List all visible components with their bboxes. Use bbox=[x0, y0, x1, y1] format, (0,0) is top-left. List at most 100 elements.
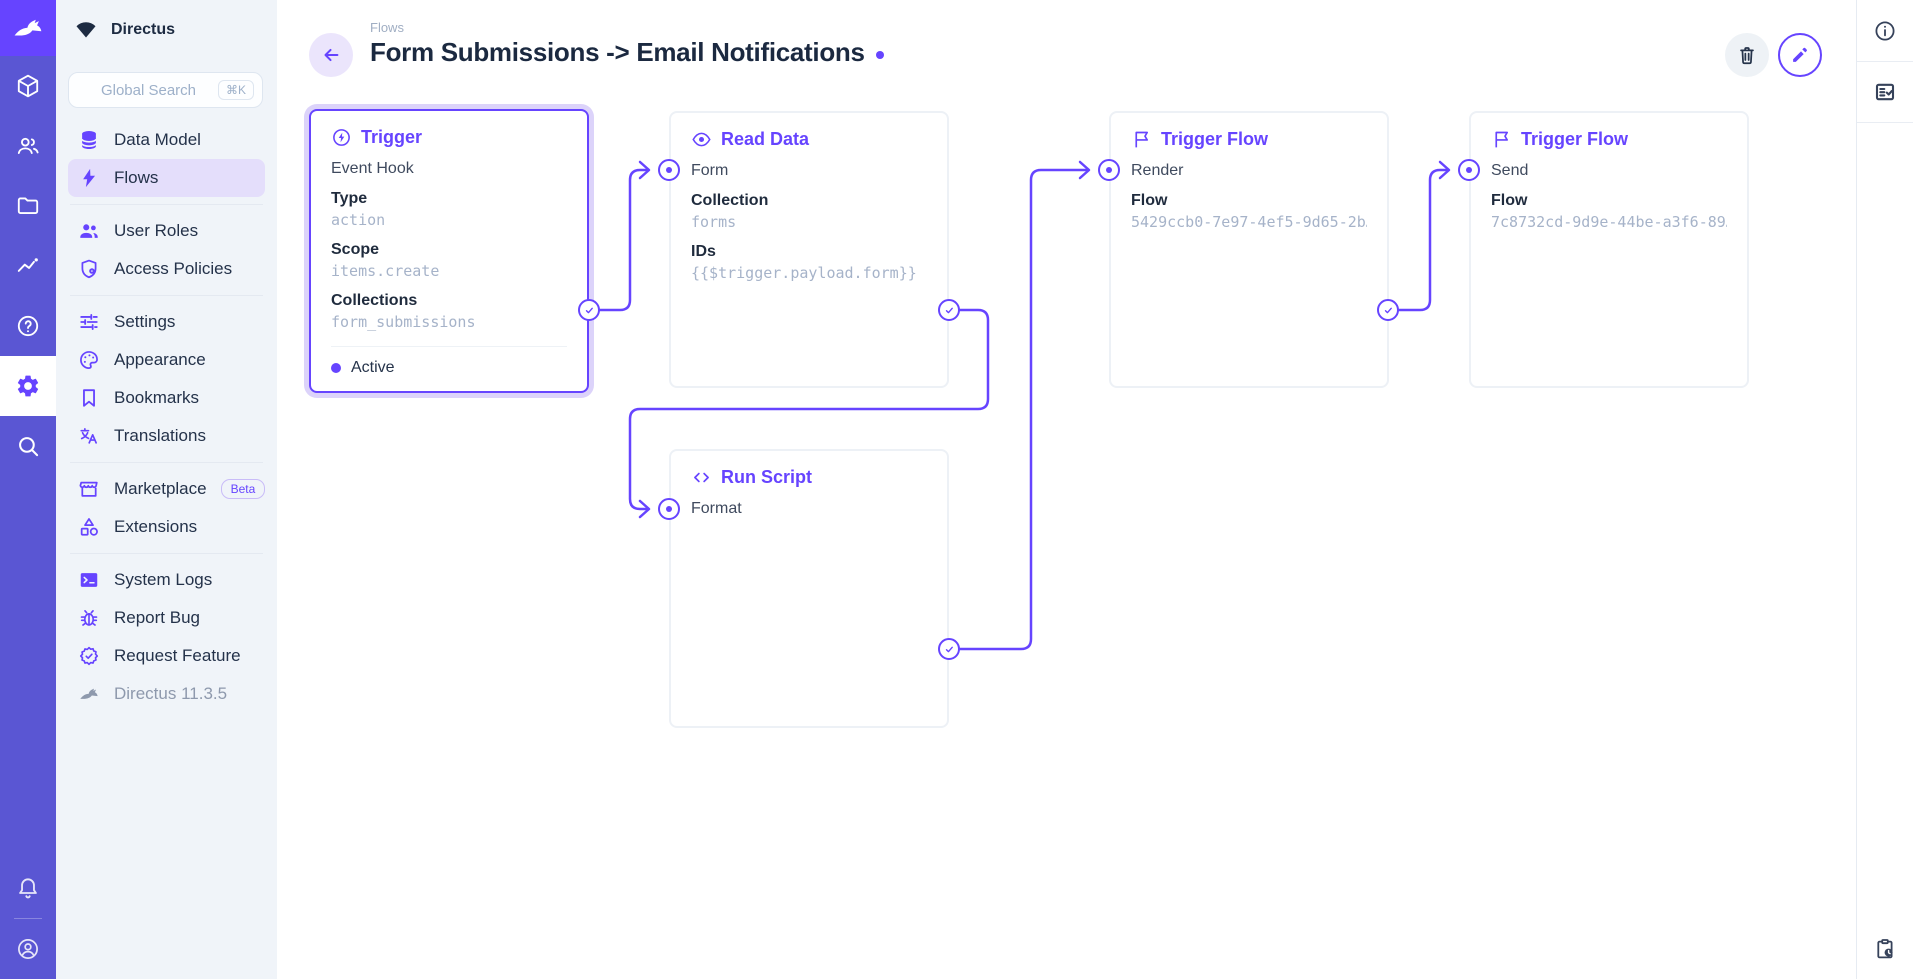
page-title: Form Submissions -> Email Notifications bbox=[370, 37, 865, 67]
field-value: form_submissions bbox=[331, 313, 476, 331]
status-dot bbox=[331, 363, 341, 373]
global-search-input[interactable]: Global Search ⌘K bbox=[68, 72, 263, 108]
database-icon bbox=[78, 129, 100, 151]
connector-input-trigger-flow-send[interactable] bbox=[1458, 159, 1480, 181]
shield-lock-icon bbox=[78, 258, 100, 280]
panel-field: Collections form_submissions bbox=[331, 290, 567, 333]
account-button[interactable] bbox=[0, 919, 56, 979]
sidebar-item-label: Settings bbox=[114, 312, 176, 331]
panel-field: IDs {{$trigger.payload.form}} bbox=[691, 241, 927, 284]
breadcrumb[interactable]: Flows bbox=[370, 20, 404, 35]
sidebar-item-label: Marketplace bbox=[114, 479, 207, 498]
right-sidebar bbox=[1856, 0, 1913, 979]
revisions-sidebar-button[interactable] bbox=[1857, 62, 1913, 122]
panel-trigger-flow-render[interactable]: Trigger Flow Render Flow 5429ccb0-7e97-4… bbox=[1109, 111, 1389, 388]
operation-name: Render bbox=[1131, 162, 1184, 179]
connector-output-trigger[interactable] bbox=[578, 299, 600, 321]
account-icon bbox=[18, 939, 38, 959]
sidebar-item-label: Bookmarks bbox=[114, 388, 200, 407]
sidebar-item-bookmarks[interactable]: Bookmarks bbox=[68, 379, 265, 417]
version-label: Directus 11.3.5 bbox=[114, 684, 228, 703]
panel-run-script[interactable]: Run Script Format bbox=[669, 449, 949, 728]
clipboard-clock-icon bbox=[1877, 939, 1893, 959]
trigger-type-label: Event Hook bbox=[331, 160, 414, 177]
panel-field: Type action bbox=[331, 188, 567, 231]
arrow-left-icon bbox=[324, 48, 339, 62]
field-label: Flow bbox=[1491, 192, 1528, 209]
connector-dot bbox=[666, 506, 672, 512]
pending-actions-button[interactable] bbox=[1857, 919, 1913, 979]
panel-header: Trigger Flow bbox=[1491, 129, 1727, 150]
status-label: Active bbox=[351, 359, 395, 376]
info-sidebar-button[interactable] bbox=[1857, 0, 1913, 61]
sidebar-item-user-roles[interactable]: User Roles bbox=[68, 212, 265, 250]
module-content[interactable] bbox=[0, 56, 56, 116]
connector-output-trigger-flow-render[interactable] bbox=[1377, 299, 1399, 321]
panel-title: Trigger Flow bbox=[1161, 129, 1269, 149]
module-rail bbox=[0, 0, 56, 979]
project-logo-icon bbox=[76, 22, 96, 38]
notifications-button[interactable] bbox=[0, 858, 56, 918]
connector-output-read-data[interactable] bbox=[938, 299, 960, 321]
check-icon bbox=[1384, 307, 1392, 313]
sidebar-item-marketplace[interactable]: Marketplace Beta bbox=[68, 470, 266, 508]
sidebar-item-settings[interactable]: Settings bbox=[68, 303, 265, 341]
title-block: Flows Form Submissions -> Email Notifica… bbox=[370, 20, 884, 68]
panel-read-data[interactable]: Read Data Form Collection forms IDs {{$t… bbox=[669, 111, 949, 388]
unsaved-dot bbox=[875, 50, 884, 59]
module-files[interactable] bbox=[0, 176, 56, 236]
directus-rabbit-icon bbox=[14, 19, 42, 36]
panel-header: Trigger bbox=[331, 127, 567, 148]
sidebar-item-label: Request Feature bbox=[114, 646, 241, 665]
sidebar-item-system-logs[interactable]: System Logs bbox=[68, 561, 265, 599]
operation-name: Send bbox=[1491, 162, 1529, 179]
search-shortcut-badge: ⌘K bbox=[217, 80, 254, 100]
sidebar-item-flows[interactable]: Flows bbox=[68, 159, 265, 197]
sidebar-item-translations[interactable]: Translations bbox=[68, 417, 265, 455]
sidebar-item-appearance[interactable]: Appearance bbox=[68, 341, 265, 379]
panel-title: Trigger bbox=[361, 127, 423, 147]
shapes-icon bbox=[78, 516, 100, 538]
sidebar-item-extensions[interactable]: Extensions bbox=[68, 508, 265, 546]
pencil-icon bbox=[1793, 47, 1807, 62]
sidebar-item-label: Data Model bbox=[114, 130, 201, 149]
panel-trigger-flow-send[interactable]: Trigger Flow Send Flow 7c8732cd-9d9e-44b… bbox=[1469, 111, 1749, 388]
sidebar-item-access-policies[interactable]: Access Policies bbox=[68, 250, 265, 288]
flow-canvas[interactable]: Flows Form Submissions -> Email Notifica… bbox=[277, 0, 1856, 979]
field-value: items.create bbox=[331, 262, 440, 280]
module-help[interactable] bbox=[0, 296, 56, 356]
translate-icon bbox=[78, 425, 100, 447]
module-settings[interactable] bbox=[0, 356, 56, 416]
wire-arrowhead bbox=[638, 160, 651, 180]
sidebar-item-report-bug[interactable]: Report Bug bbox=[68, 599, 265, 637]
right-sidebar-spacer bbox=[1857, 123, 1913, 919]
sidebar-item-label: Access Policies bbox=[114, 259, 233, 278]
module-search[interactable] bbox=[0, 416, 56, 476]
panel-header: Read Data bbox=[691, 129, 927, 150]
beta-badge: Beta bbox=[220, 479, 266, 499]
connector-dot bbox=[1106, 167, 1112, 173]
back-button[interactable] bbox=[309, 33, 353, 77]
connector-input-read-data[interactable] bbox=[658, 159, 680, 181]
module-insights[interactable] bbox=[0, 236, 56, 296]
connector-input-run-script[interactable] bbox=[658, 498, 680, 520]
sidebar-item-request-feature[interactable]: Request Feature bbox=[68, 637, 265, 675]
chart-line-icon bbox=[17, 258, 38, 272]
edit-flow-button[interactable] bbox=[1778, 33, 1822, 77]
connector-input-trigger-flow-render[interactable] bbox=[1098, 159, 1120, 181]
panel-trigger[interactable]: Trigger Event Hook Type action Scope ite… bbox=[309, 109, 589, 393]
delete-flow-button[interactable] bbox=[1725, 33, 1769, 77]
nav-divider bbox=[70, 295, 263, 296]
info-icon bbox=[1875, 20, 1895, 41]
project-header[interactable]: Directus bbox=[56, 0, 277, 60]
directus-logo-button[interactable] bbox=[0, 0, 56, 56]
operation-name: Form bbox=[691, 162, 729, 179]
sidebar-item-label: Appearance bbox=[114, 350, 206, 369]
module-users[interactable] bbox=[0, 116, 56, 176]
nav-divider bbox=[70, 462, 263, 463]
tune-icon bbox=[78, 311, 100, 333]
sidebar-item-data-model[interactable]: Data Model bbox=[68, 121, 265, 159]
right-sidebar-divider bbox=[1857, 122, 1913, 123]
connector-output-run-script[interactable] bbox=[938, 638, 960, 660]
field-label: Collections bbox=[331, 292, 418, 309]
